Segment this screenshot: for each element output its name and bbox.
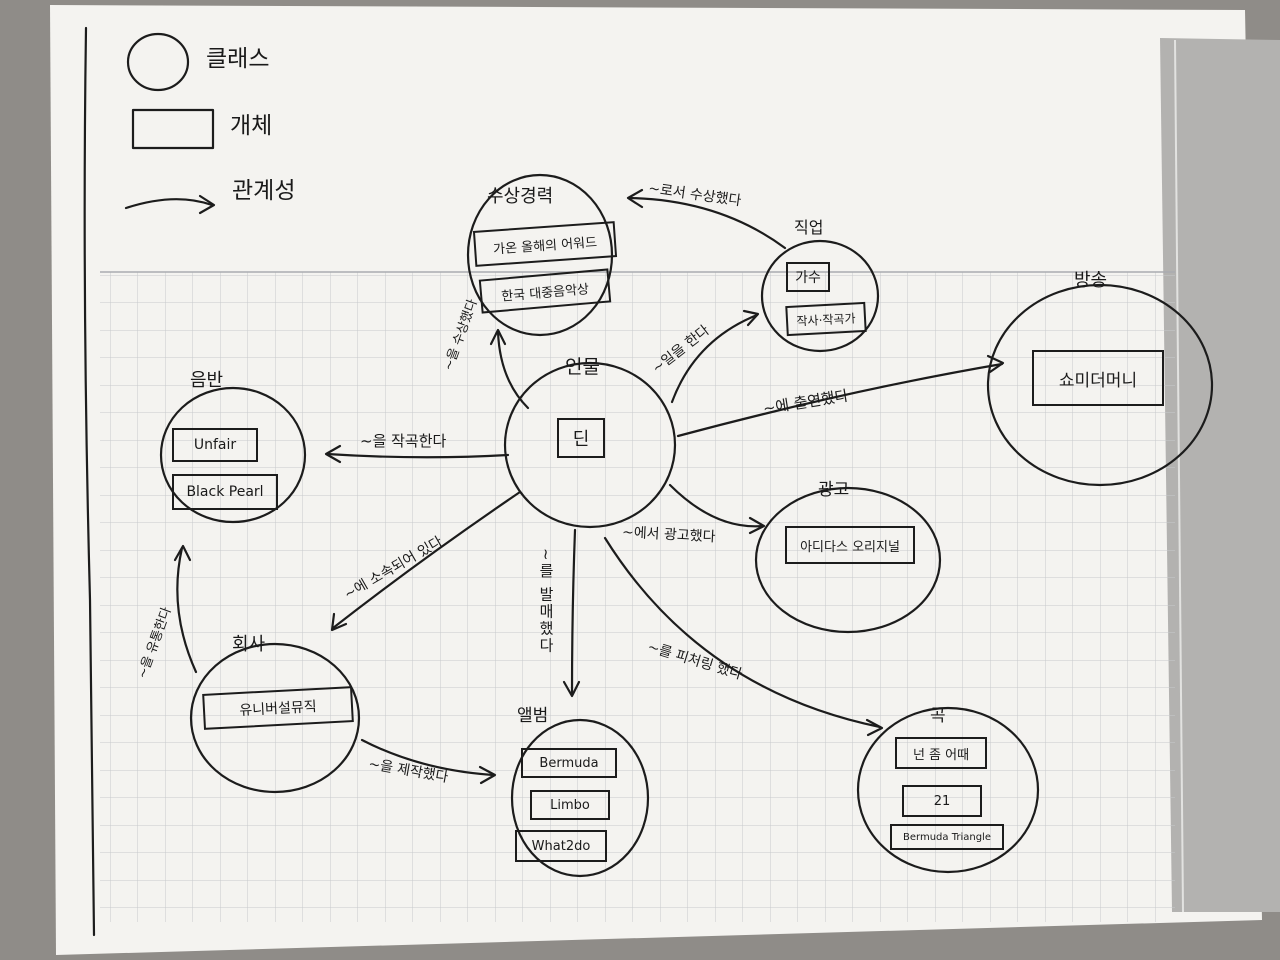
- album-object-1: Bermuda: [521, 748, 617, 778]
- grid-paper: [100, 272, 1175, 922]
- job-object-2: 작사·작곡가: [785, 301, 867, 337]
- relation-label-released: ~를 발매했다: [537, 548, 555, 655]
- album-object-3: What2do: [515, 830, 607, 862]
- album-object-2: Limbo: [530, 790, 610, 820]
- record-class-label: 음반: [190, 370, 224, 391]
- company-class-circle: [189, 642, 361, 794]
- song-object-2: 21: [902, 785, 982, 817]
- record-object-2: Black Pearl: [172, 474, 278, 510]
- legend-relation-label: 관계성: [232, 178, 296, 204]
- song-object-1: 넌 좀 어때: [895, 737, 987, 769]
- broadcast-object-1: 쇼미더머니: [1032, 350, 1164, 406]
- ad-class-circle: [754, 486, 942, 634]
- relation-label-composed: ~을 작곡한다: [360, 432, 447, 450]
- award-class-label: 수상경력: [487, 186, 554, 207]
- legend-class-label: 클래스: [206, 46, 270, 72]
- relation-arrows: [173, 188, 1005, 785]
- broadcast-class-label: 방송: [1074, 270, 1108, 291]
- company-class-label: 회사: [232, 634, 266, 655]
- legend-arrow-icon: [124, 198, 214, 210]
- margin-line: [83, 26, 96, 937]
- ad-object-1: 아디다스 오리지널: [785, 526, 915, 564]
- job-object-1: 가수: [786, 262, 830, 292]
- ad-class-label: 광고: [818, 480, 850, 500]
- song-class-circle: [856, 706, 1040, 874]
- job-class-label: 직업: [794, 218, 824, 237]
- legend-rect-icon: [131, 108, 215, 150]
- record-class-circle: [159, 386, 307, 524]
- legend-circle-icon: [126, 32, 190, 92]
- job-class-circle: [760, 239, 880, 353]
- legend-object-label: 개체: [230, 113, 273, 139]
- album-class-circle: [510, 718, 650, 878]
- album-class-label: 앨범: [517, 706, 549, 726]
- person-class-label: 인물: [565, 356, 600, 378]
- person-object-1: 딘: [557, 418, 605, 458]
- record-object-1: Unfair: [172, 428, 258, 462]
- person-class-circle: [503, 361, 677, 529]
- song-class-label: 곡: [930, 706, 946, 726]
- grey-card: [1160, 38, 1280, 912]
- broadcast-class-circle: [986, 283, 1214, 487]
- song-object-3: Bermuda Triangle: [890, 824, 1004, 850]
- award-class-circle: [466, 173, 614, 337]
